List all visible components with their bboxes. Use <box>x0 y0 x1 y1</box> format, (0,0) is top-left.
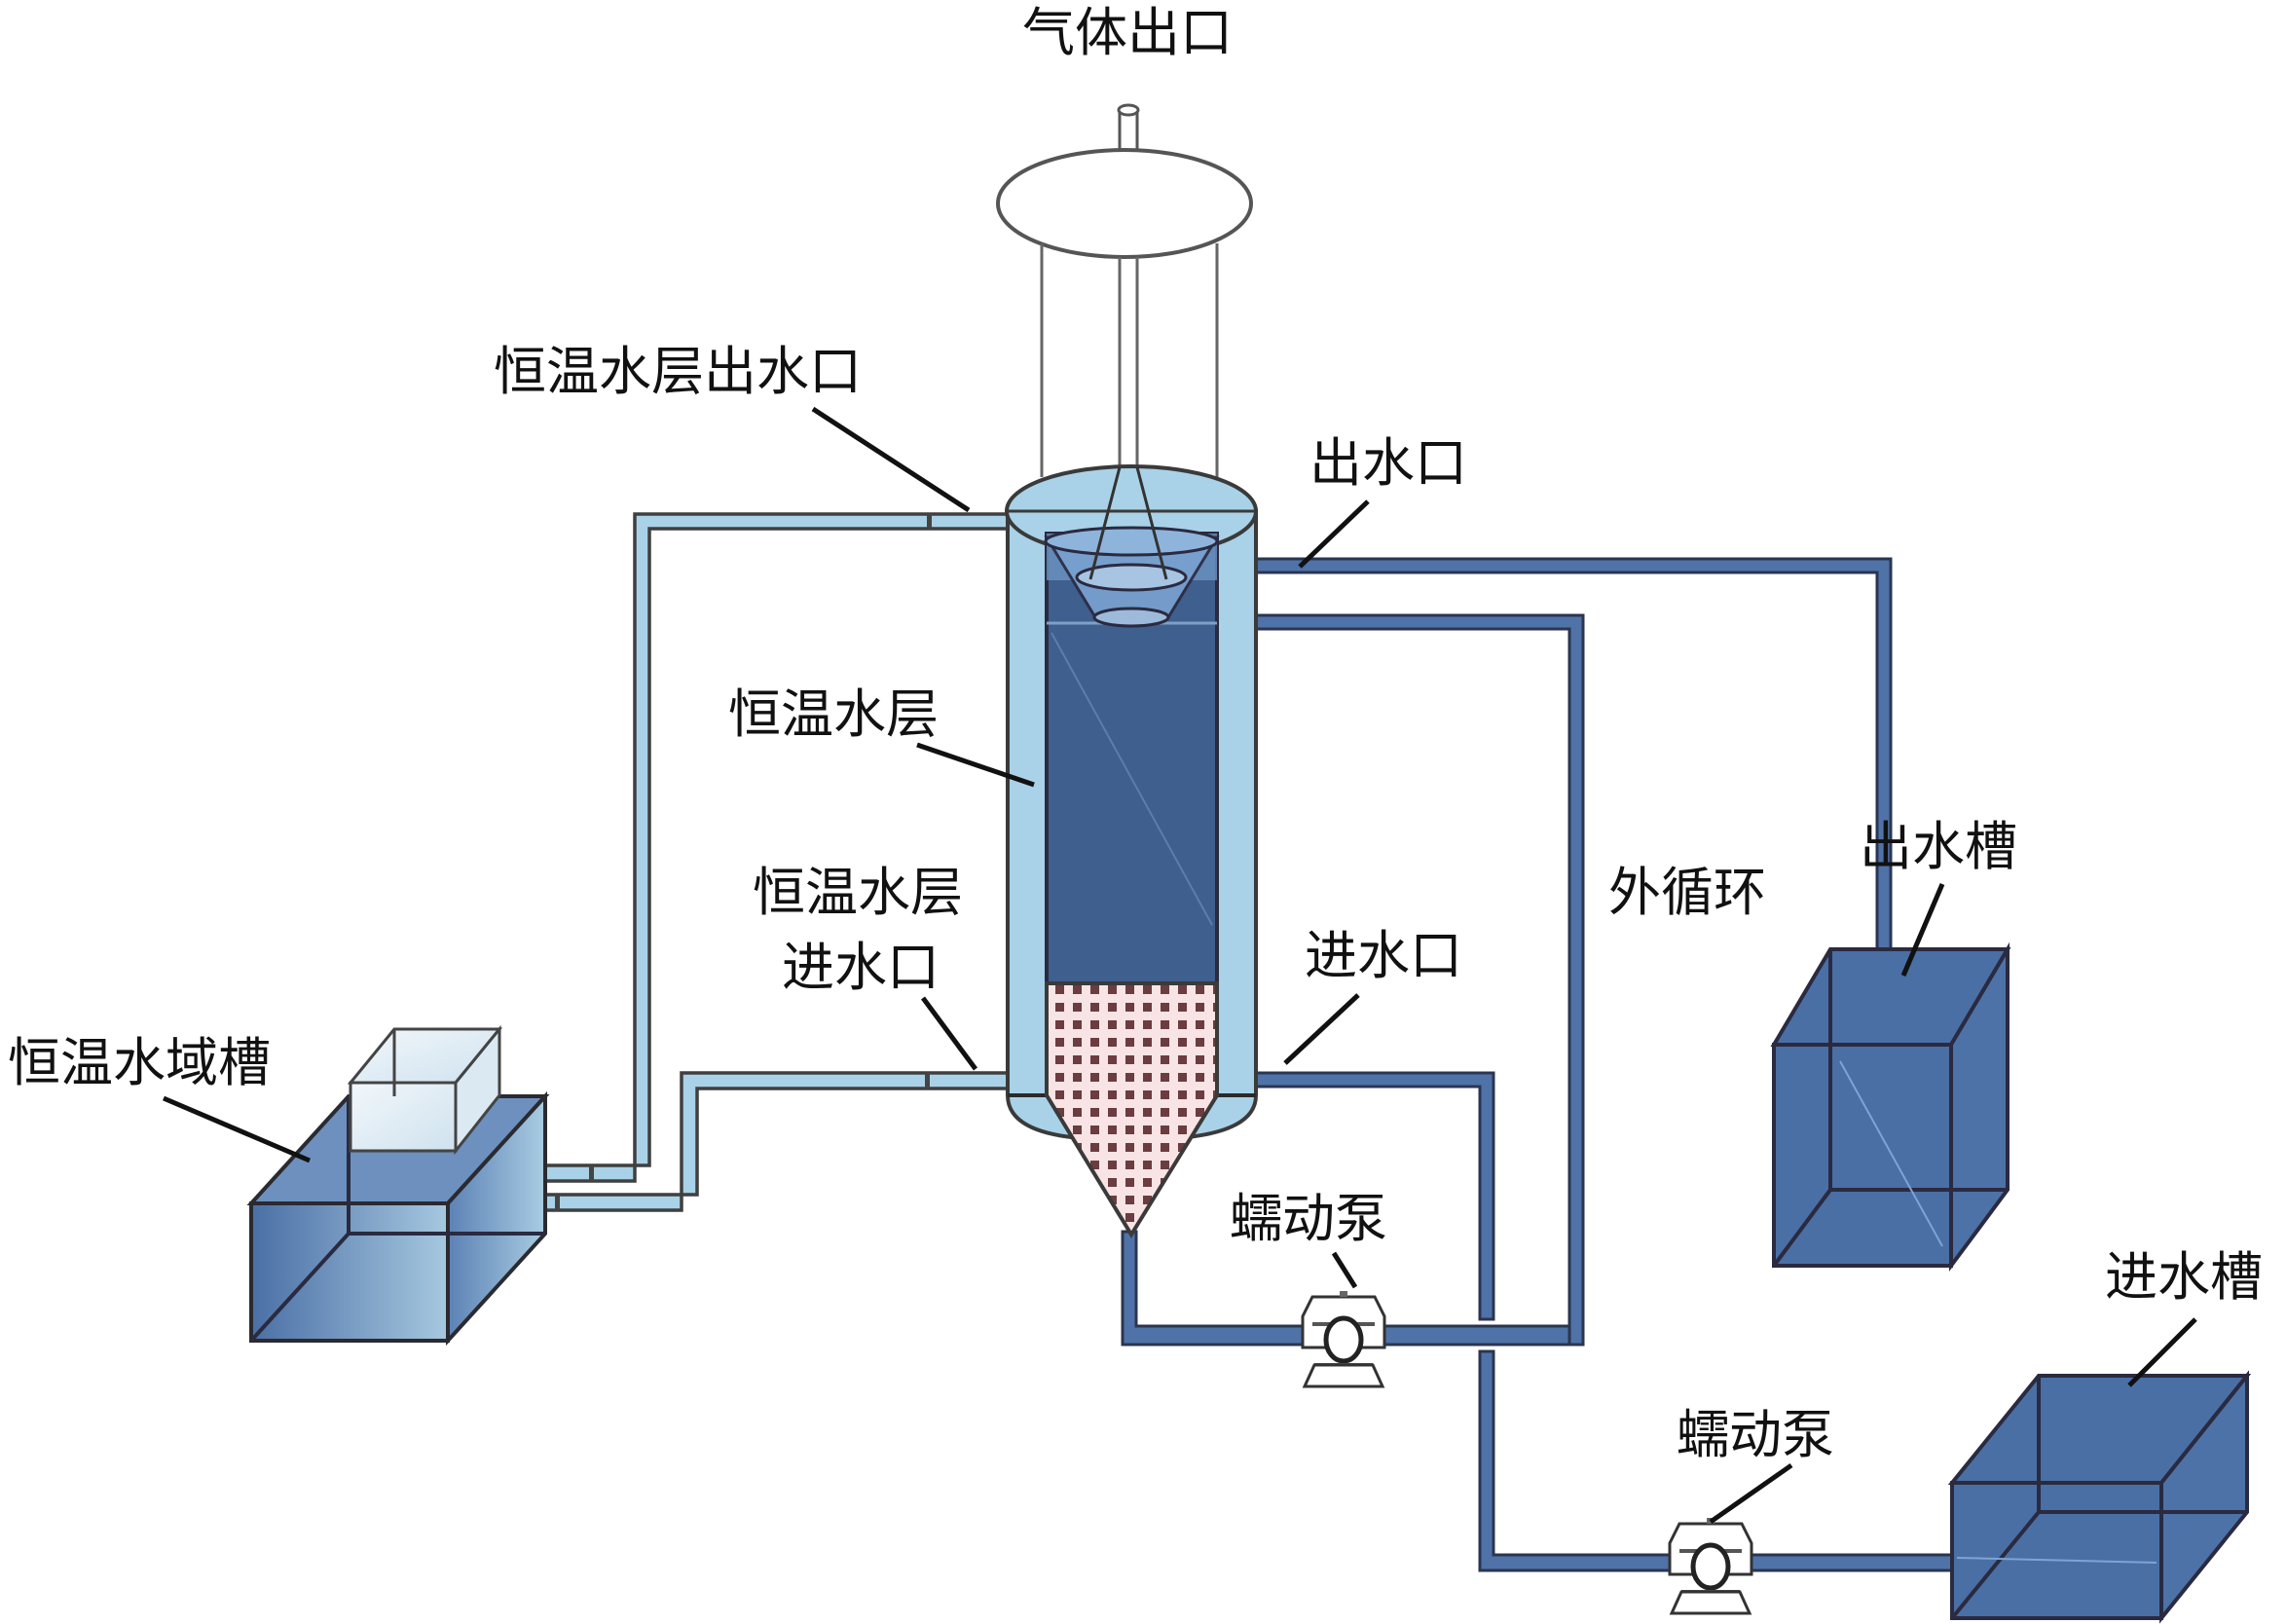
effluent-tank <box>1770 941 2011 1273</box>
circulation-pipe-bottom <box>1121 1230 1571 1347</box>
label-jacket-inlet-2: 进水口 <box>782 937 940 998</box>
gas-collector <box>996 103 1253 477</box>
reactor <box>1005 464 1258 1238</box>
label-pump-2: 蠕动泵 <box>1677 1404 1834 1465</box>
label-water-bath: 恒温水域槽 <box>8 1032 271 1093</box>
gas-collector-disc <box>996 148 1253 259</box>
label-pump-1: 蠕动泵 <box>1230 1188 1387 1249</box>
label-external-circulation: 外循环 <box>1608 862 1766 923</box>
bath-lid <box>347 1024 503 1156</box>
label-jacket-inlet-1: 恒温水层 <box>753 862 963 923</box>
peristaltic-pump-2[interactable] <box>1668 1518 1753 1615</box>
label-gas-outlet: 气体出口 <box>1022 2 1233 63</box>
label-jacket-outlet: 恒温水层出水口 <box>494 341 862 402</box>
labels: 气体出口 恒温水层出水口 出水口 恒温水层 恒温水层 进水口 外循环 进水口 出… <box>8 2 2263 1465</box>
water-bath-tank <box>246 1024 550 1347</box>
label-effluent-tank: 出水槽 <box>1860 816 2017 877</box>
label-jacket-layer: 恒温水层 <box>728 683 939 745</box>
influent-tank <box>1947 1370 2252 1624</box>
label-water-inlet: 进水口 <box>1305 925 1462 986</box>
jacket-inlet-pipe <box>485 1071 1010 1212</box>
label-water-outlet: 出水口 <box>1309 432 1467 494</box>
sludge-bed <box>1045 981 1219 1238</box>
label-influent-tank: 进水槽 <box>2105 1246 2263 1308</box>
leader-lines <box>163 406 2197 1525</box>
peristaltic-pump-1[interactable] <box>1301 1291 1386 1388</box>
three-phase-separator <box>1044 466 1220 628</box>
